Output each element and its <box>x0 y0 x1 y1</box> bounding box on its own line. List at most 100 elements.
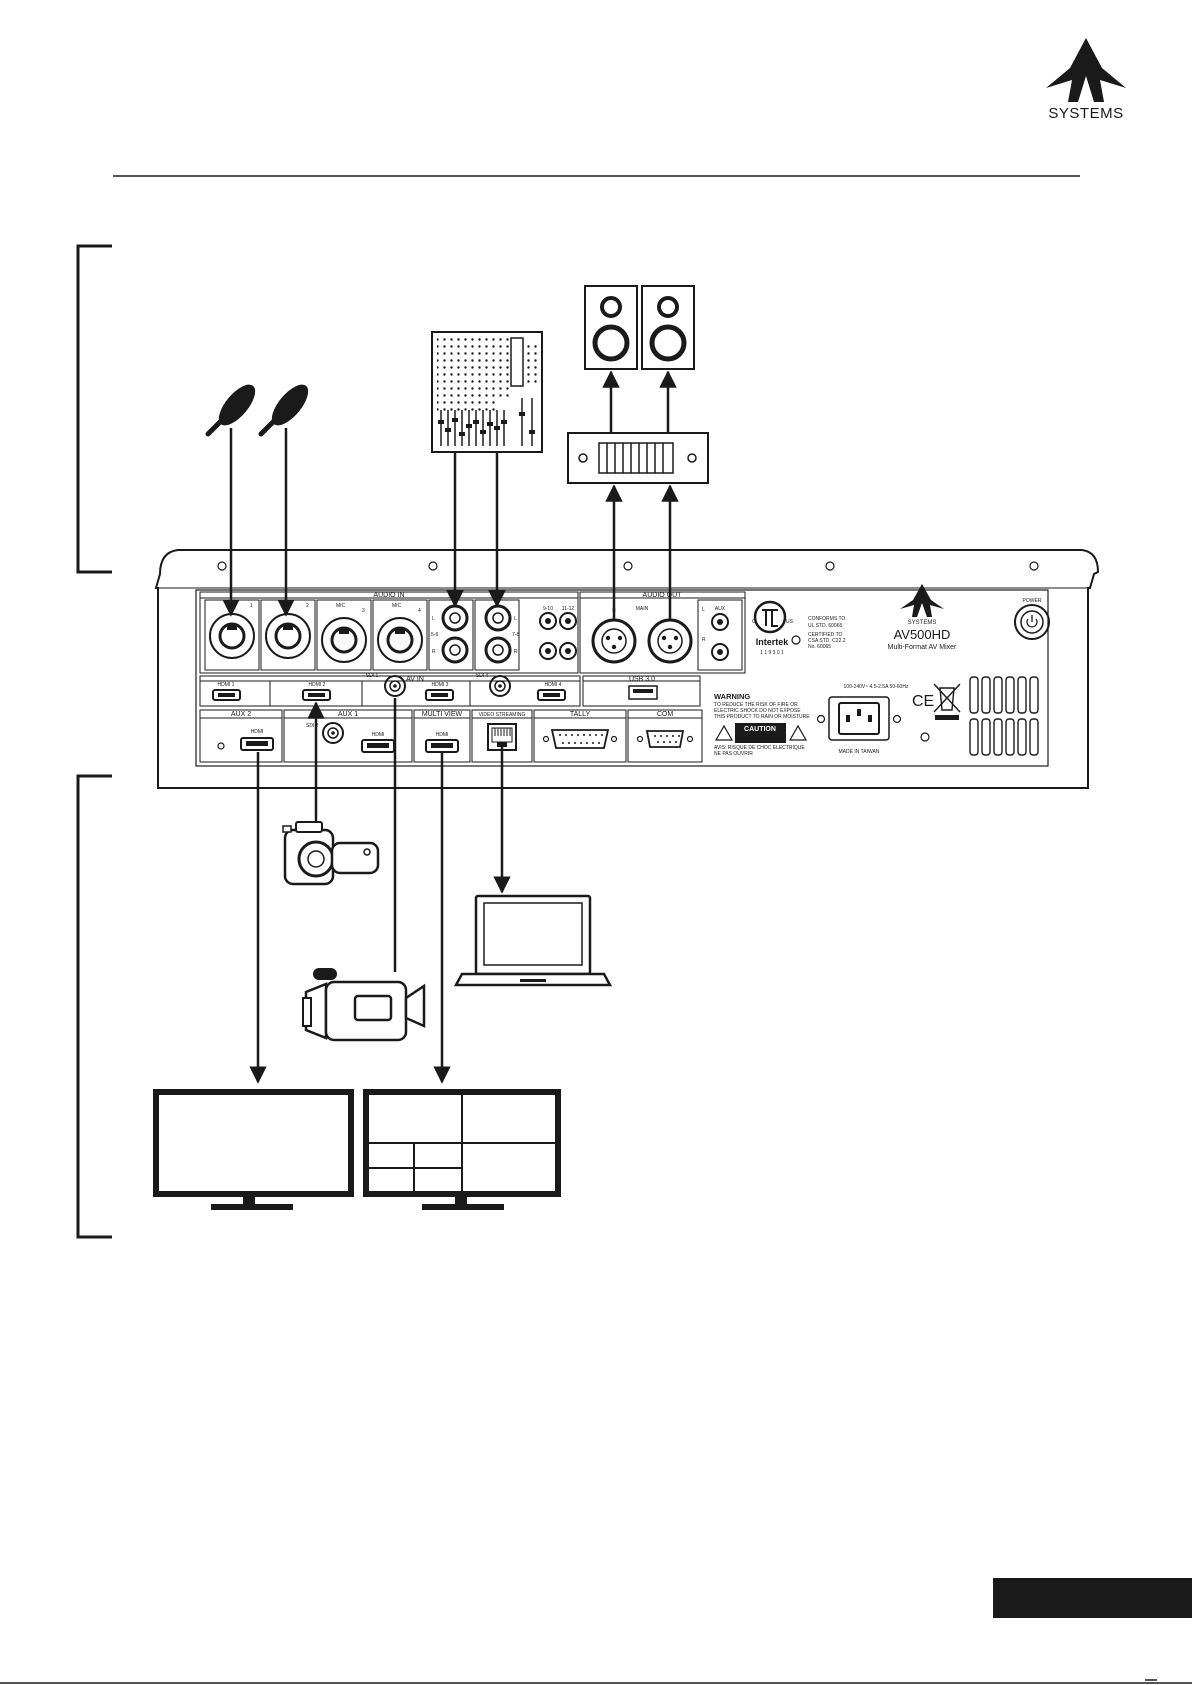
svg-text:HDMI: HDMI <box>436 732 449 738</box>
rca-input-9-10[interactable]: 9-10 <box>539 606 557 660</box>
audio-out-label: AUDIO OUT <box>643 592 683 599</box>
audio-in-label: AUDIO IN <box>373 592 404 599</box>
rca-aux-out[interactable]: AUX L R <box>697 599 743 671</box>
svg-text:AUX 1: AUX 1 <box>338 711 358 718</box>
certification-text: CONFORMS TO UL STD. 60065 CERTIFIED TO C… <box>808 616 846 650</box>
svg-text:No. 60065: No. 60065 <box>808 644 831 650</box>
svg-text:AUX: AUX <box>715 606 726 612</box>
svg-text:MIC: MIC <box>392 603 402 609</box>
main-out-label: MAIN <box>636 606 649 612</box>
svg-text:R: R <box>432 649 436 655</box>
model-name: AV500HD <box>894 627 951 642</box>
svg-text:5-6: 5-6 <box>431 632 438 638</box>
mixer-rear-panel: AUDIO IN 1 2 MIC 3 <box>154 549 1100 789</box>
svg-text:TO REDUCE THE RISK OF FIRE OR: TO REDUCE THE RISK OF FIRE OR <box>714 702 798 708</box>
svg-text:COM: COM <box>657 711 674 718</box>
svg-text:CERTIFIED TO: CERTIFIED TO <box>808 632 843 638</box>
svg-text:HDMI: HDMI <box>372 732 385 738</box>
svg-text:SYSTEMS: SYSTEMS <box>908 620 937 626</box>
svg-text:L: L <box>514 616 517 622</box>
brand-logo: SYSTEMS <box>1046 38 1126 122</box>
svg-text:NE PAS OUVRIR: NE PAS OUVRIR <box>714 751 753 757</box>
etl-mark: C US Intertek 1 1 9 3 0 1 <box>752 600 794 656</box>
svg-text:CSA STD. C22.2: CSA STD. C22.2 <box>808 638 846 644</box>
camcorder-icon <box>302 968 426 1042</box>
multiview-monitor-icon <box>363 1089 561 1210</box>
svg-text:HDMI 4: HDMI 4 <box>545 682 562 688</box>
rca-input-11-12[interactable]: 11-12 <box>559 606 577 660</box>
svg-text:AVIS: RISQUE DE CHOC ELECTRIQU: AVIS: RISQUE DE CHOC ELECTRIQUE <box>714 745 805 751</box>
weee-icon <box>933 683 961 720</box>
line-input-7-8[interactable]: L 7-8 R <box>474 599 520 671</box>
mic-input-4[interactable]: MIC 4 <box>372 599 428 671</box>
svg-text:4: 4 <box>418 608 421 614</box>
microphone-icon <box>205 384 256 437</box>
aux1-output[interactable]: AUX 1 SDI 2 HDMI <box>283 709 413 763</box>
svg-text:ELECTRIC SHOCK DO NOT EXPOSE: ELECTRIC SHOCK DO NOT EXPOSE <box>714 708 801 714</box>
page-tab <box>993 1578 1192 1618</box>
svg-text:SDI 2: SDI 2 <box>306 723 319 729</box>
svg-text:TALLY: TALLY <box>570 711 591 718</box>
svg-text:HDMI: HDMI <box>251 729 264 735</box>
av-in-label: AV IN <box>406 676 424 683</box>
bracket-audio-devices <box>76 244 112 574</box>
svg-text:POWER: POWER <box>1023 598 1042 604</box>
svg-text:L: L <box>702 607 705 613</box>
svg-text:C: C <box>752 619 756 625</box>
camera-icon <box>282 821 380 886</box>
brand-logo-text: SYSTEMS <box>1048 105 1123 122</box>
audio-mixer-icon <box>431 331 543 453</box>
speaker-icon <box>584 285 638 370</box>
svg-text:HDMI 3: HDMI 3 <box>432 682 449 688</box>
svg-text:2: 2 <box>306 603 309 609</box>
svg-text:11-12: 11-12 <box>562 606 575 612</box>
warning-label: WARNING TO REDUCE THE RISK OF FIRE OR EL… <box>714 692 810 757</box>
svg-text:7-8: 7-8 <box>512 632 519 638</box>
svg-text:CONFORMS TO: CONFORMS TO <box>808 616 845 622</box>
svg-text:USB 3.0: USB 3.0 <box>629 676 655 683</box>
vent-grille <box>969 676 1039 756</box>
model-subtitle: Multi-Format AV Mixer <box>888 644 957 651</box>
svg-text:VIDEO STREAMING: VIDEO STREAMING <box>479 712 526 718</box>
svg-text:SDI 4: SDI 4 <box>476 673 489 679</box>
svg-text:HDMI 2: HDMI 2 <box>309 682 326 688</box>
hdmi-in-2[interactable]: HDMI 2 <box>302 682 331 701</box>
mic-input-3[interactable]: MIC 3 <box>316 599 372 671</box>
tally-port[interactable]: TALLY <box>533 709 627 763</box>
svg-text:Intertek: Intertek <box>756 637 790 647</box>
power-button[interactable]: POWER <box>1014 598 1050 640</box>
monitor-icon <box>153 1089 354 1210</box>
svg-text:US: US <box>786 619 794 625</box>
svg-text:MADE IN TAIWAN: MADE IN TAIWAN <box>838 749 879 755</box>
sdi-in-4[interactable]: SDI 4 <box>476 673 511 697</box>
svg-text:CAUTION: CAUTION <box>744 726 776 733</box>
svg-text:R: R <box>702 637 706 643</box>
hdmi-in-1[interactable]: HDMI 1 <box>212 682 241 701</box>
power-inlet[interactable]: 100-240V~ 4.5-2.5A 50-60Hz MADE IN TAIWA… <box>816 684 909 755</box>
svg-text:1: 1 <box>250 603 253 609</box>
com-port[interactable]: COM <box>627 709 703 763</box>
product-logo: SYSTEMS AV500HD Multi-Format AV Mixer <box>888 584 957 651</box>
svg-text:9-10: 9-10 <box>543 606 553 612</box>
svg-text:1 1 9 3 0 1: 1 1 9 3 0 1 <box>760 650 784 656</box>
svg-text:AUX 2: AUX 2 <box>231 711 251 718</box>
laptop-icon <box>453 894 613 987</box>
svg-text:MIC: MIC <box>336 603 346 609</box>
svg-text:MULTI VIEW: MULTI VIEW <box>422 711 463 718</box>
svg-text:L: L <box>432 616 435 622</box>
hdmi-in-4[interactable]: HDMI 4 <box>537 682 566 701</box>
svg-text:UL STD. 60065: UL STD. 60065 <box>808 623 842 629</box>
svg-text:SDI 1: SDI 1 <box>366 673 379 679</box>
sdi-in-1[interactable]: SDI 1 <box>366 673 406 697</box>
hdmi-in-3[interactable]: HDMI 3 <box>425 682 454 701</box>
svg-text:THIS PRODUCT TO RAIN OR MOISTU: THIS PRODUCT TO RAIN OR MOISTURE <box>714 714 810 720</box>
svg-text:WARNING: WARNING <box>714 692 750 701</box>
svg-text:R: R <box>514 649 518 655</box>
amplifier-icon <box>567 432 709 484</box>
aux2-output[interactable]: AUX 2 HDMI <box>199 709 283 763</box>
bracket-video-devices <box>76 774 112 1239</box>
speaker-icon <box>641 285 695 370</box>
usb-port[interactable]: USB 3.0 <box>582 675 701 707</box>
microphone-icon <box>258 384 309 437</box>
